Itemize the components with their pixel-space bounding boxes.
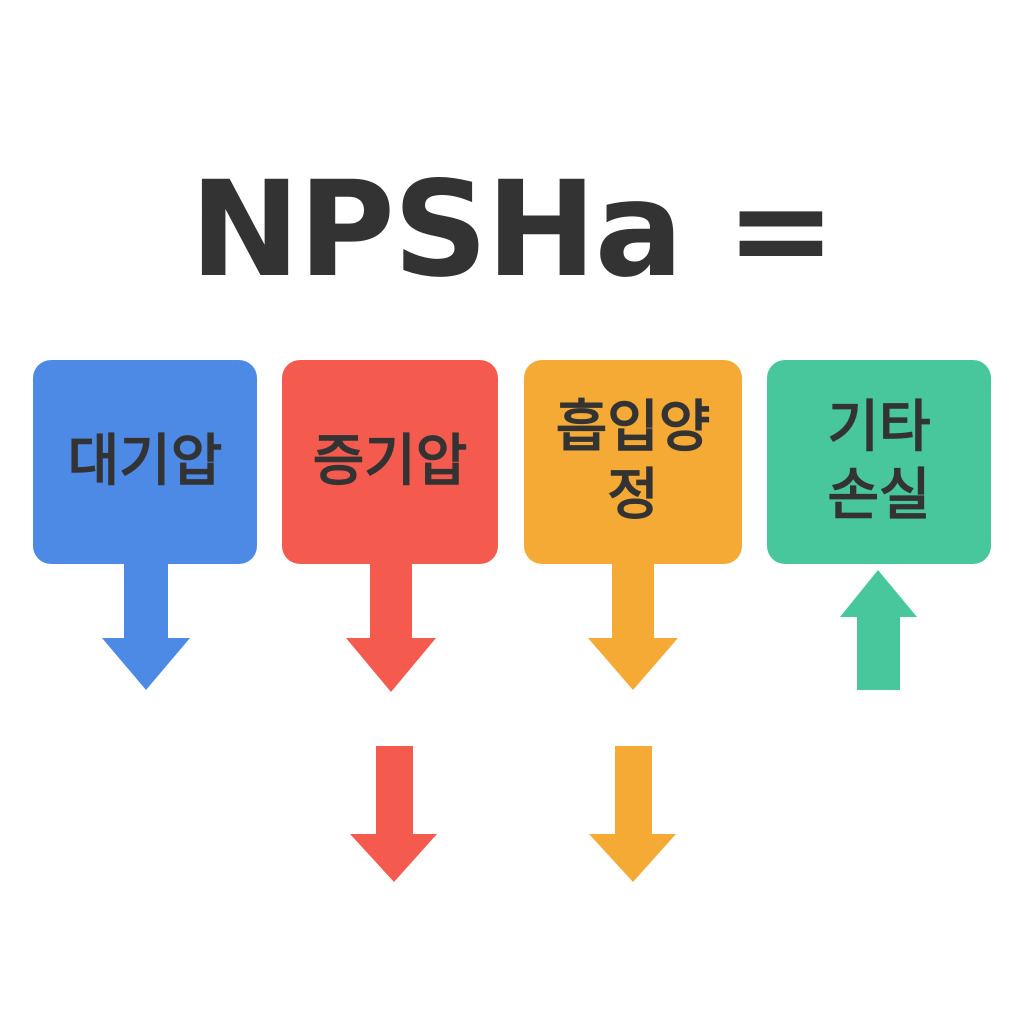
box-other-losses: 기타 손실 [767, 360, 991, 564]
arrow-down-vapor-pressure-second-icon [350, 746, 437, 882]
box-vapor-pressure: 증기압 [282, 360, 498, 564]
arrow-down-vapor-pressure-icon [346, 564, 436, 692]
arrow-down-atmospheric-pressure-icon [102, 564, 190, 690]
box-label-vapor-pressure: 증기압 [312, 429, 468, 494]
box-atmospheric-pressure: 대기압 [33, 360, 257, 564]
equation-title: NPSHa = [189, 153, 836, 307]
arrow-down-suction-head-second-icon [589, 746, 676, 882]
arrow-up-other-losses-icon [840, 570, 917, 690]
box-label-other-losses: 기타 손실 [827, 395, 931, 528]
box-suction-head: 흡입양 정 [524, 360, 742, 564]
box-label-suction-head: 흡입양 정 [555, 395, 711, 528]
arrow-down-suction-head-icon [588, 564, 678, 690]
box-label-atmospheric-pressure: 대기압 [67, 429, 223, 494]
